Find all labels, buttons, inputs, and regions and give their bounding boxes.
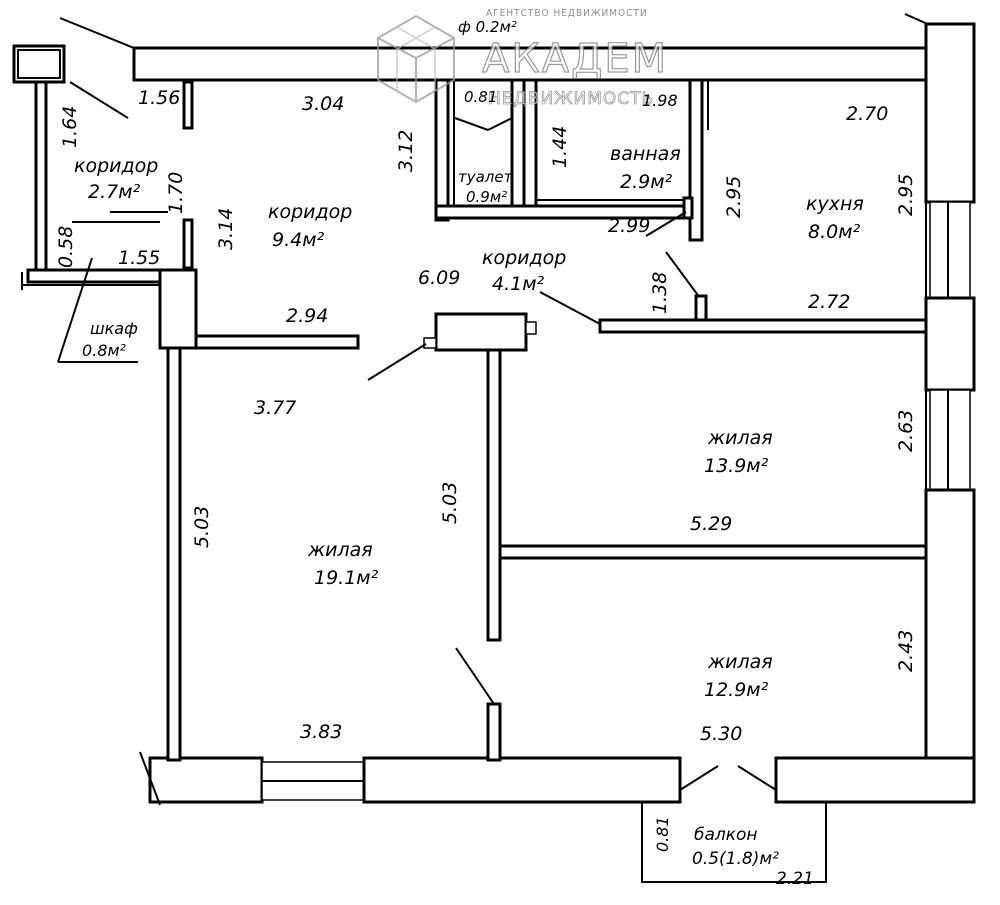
living-divider bbox=[498, 544, 928, 560]
dim-270: 2.70 bbox=[846, 103, 888, 125]
dim-503b: 5.03 bbox=[439, 482, 461, 524]
dim-081b: 0.81 bbox=[653, 816, 672, 852]
room-living-big-name: жилая bbox=[307, 539, 373, 561]
dim-299: 2.99 bbox=[608, 215, 650, 237]
dim-377: 3.77 bbox=[254, 397, 296, 419]
room-corridor-small-name: коридор bbox=[482, 247, 566, 269]
room-balcony-area: 0.5(1.8)м² bbox=[692, 849, 779, 869]
bottom-wall-mid bbox=[362, 756, 682, 804]
right-wall-upper bbox=[924, 22, 976, 204]
bottom-wall-left bbox=[148, 756, 264, 804]
room-living-low-name: жилая bbox=[707, 651, 773, 673]
room-kitchen-area: 8.0м² bbox=[808, 221, 861, 243]
dim-144: 1.44 bbox=[549, 126, 571, 168]
dim-304: 3.04 bbox=[302, 93, 344, 115]
room-labels: коридор 2.7м² коридор 9.4м² туалет 0.9м²… bbox=[57, 18, 864, 869]
room-kitchen-name: кухня bbox=[806, 193, 864, 215]
room-corridor-left-name: коридор bbox=[74, 155, 158, 177]
dim-294: 2.94 bbox=[286, 305, 328, 327]
dim-138: 1.38 bbox=[649, 272, 671, 314]
room-bath-name: ванная bbox=[610, 143, 681, 165]
dim-314: 3.14 bbox=[215, 208, 237, 250]
corridor-wall-294 bbox=[194, 334, 360, 350]
dim-156: 1.56 bbox=[138, 87, 180, 109]
dim-263: 2.63 bbox=[895, 410, 917, 452]
closet-column bbox=[158, 268, 198, 350]
bath-left-wall bbox=[522, 78, 538, 208]
living-window bbox=[929, 389, 971, 491]
left-wall-living bbox=[166, 342, 182, 762]
dim-081: 0.81 bbox=[464, 88, 497, 106]
left-chimney bbox=[12, 44, 66, 84]
kitchen-window bbox=[929, 201, 971, 299]
shaft-area: ф 0.2м² bbox=[458, 18, 517, 36]
dim-312: 3.12 bbox=[395, 130, 417, 172]
right-wall-mid bbox=[924, 296, 976, 392]
dim-170: 1.70 bbox=[165, 172, 187, 214]
left-corridor-wall bbox=[34, 80, 48, 274]
walls bbox=[12, 13, 976, 883]
kitchen-bottom-wall bbox=[598, 318, 928, 334]
dim-221: 2.21 bbox=[776, 869, 814, 889]
logo-sub: НЕДВИЖИМОСТЬ bbox=[488, 89, 654, 109]
dimensions: 1.56 3.04 0.81 1.98 2.70 1.64 3.12 1.44 … bbox=[55, 87, 917, 889]
dim-609: 6.09 bbox=[418, 267, 460, 289]
dim-155: 1.55 bbox=[118, 247, 160, 269]
room-living-mid-area: 13.9м² bbox=[704, 455, 769, 477]
room-bath-area: 2.9м² bbox=[620, 171, 673, 193]
vent-block bbox=[434, 312, 528, 352]
room-living-big-area: 19.1м² bbox=[314, 567, 379, 589]
right-wall-lower bbox=[924, 488, 976, 804]
dim-243: 2.43 bbox=[895, 630, 917, 672]
left-corridor-bottom bbox=[26, 268, 170, 284]
room-living-mid-name: жилая bbox=[707, 427, 773, 449]
room-toilet-name: туалет bbox=[458, 168, 514, 186]
room-toilet-area: 0.9м² bbox=[466, 188, 507, 206]
interior-wall-vertical bbox=[486, 348, 502, 642]
dim-058: 0.58 bbox=[55, 226, 77, 268]
dim-503a: 5.03 bbox=[191, 506, 213, 548]
dim-383: 3.83 bbox=[300, 721, 342, 743]
room-living-low-area: 12.9м² bbox=[704, 679, 769, 701]
interior-wall-bottom-stub bbox=[486, 702, 502, 762]
toilet-left-wall bbox=[434, 78, 450, 222]
logo-tagline: АГЕНТСТВО НЕДВИЖИМОСТИ bbox=[486, 8, 648, 19]
dim-164: 1.64 bbox=[59, 106, 81, 148]
cube-logo-icon bbox=[377, 14, 455, 104]
room-corridor-main-name: коридор bbox=[268, 201, 352, 223]
room-balcony-name: балкон bbox=[694, 825, 758, 845]
dim-530: 5.30 bbox=[700, 723, 742, 745]
dim-295a: 2.95 bbox=[723, 176, 745, 218]
dim-198: 1.98 bbox=[642, 91, 678, 110]
logo-brand: АКАДЕМ bbox=[482, 36, 668, 82]
toilet-bottom bbox=[434, 204, 692, 220]
dim-272: 2.72 bbox=[808, 291, 850, 313]
room-corridor-main-area: 9.4м² bbox=[272, 229, 325, 251]
dim-529: 5.29 bbox=[690, 513, 732, 535]
dim-295b: 2.95 bbox=[895, 174, 917, 216]
room-corridor-left-area: 2.7м² bbox=[88, 181, 141, 203]
room-corridor-small-area: 4.1м² bbox=[492, 273, 545, 295]
room-closet-area: 0.8м² bbox=[82, 341, 127, 360]
agency-logo: АГЕНТСТВО НЕДВИЖИМОСТИ АКАДЕМ НЕДВИЖИМОС… bbox=[377, 8, 668, 109]
bottom-wall-right bbox=[774, 756, 976, 804]
room-closet-name: шкаф bbox=[90, 319, 138, 338]
